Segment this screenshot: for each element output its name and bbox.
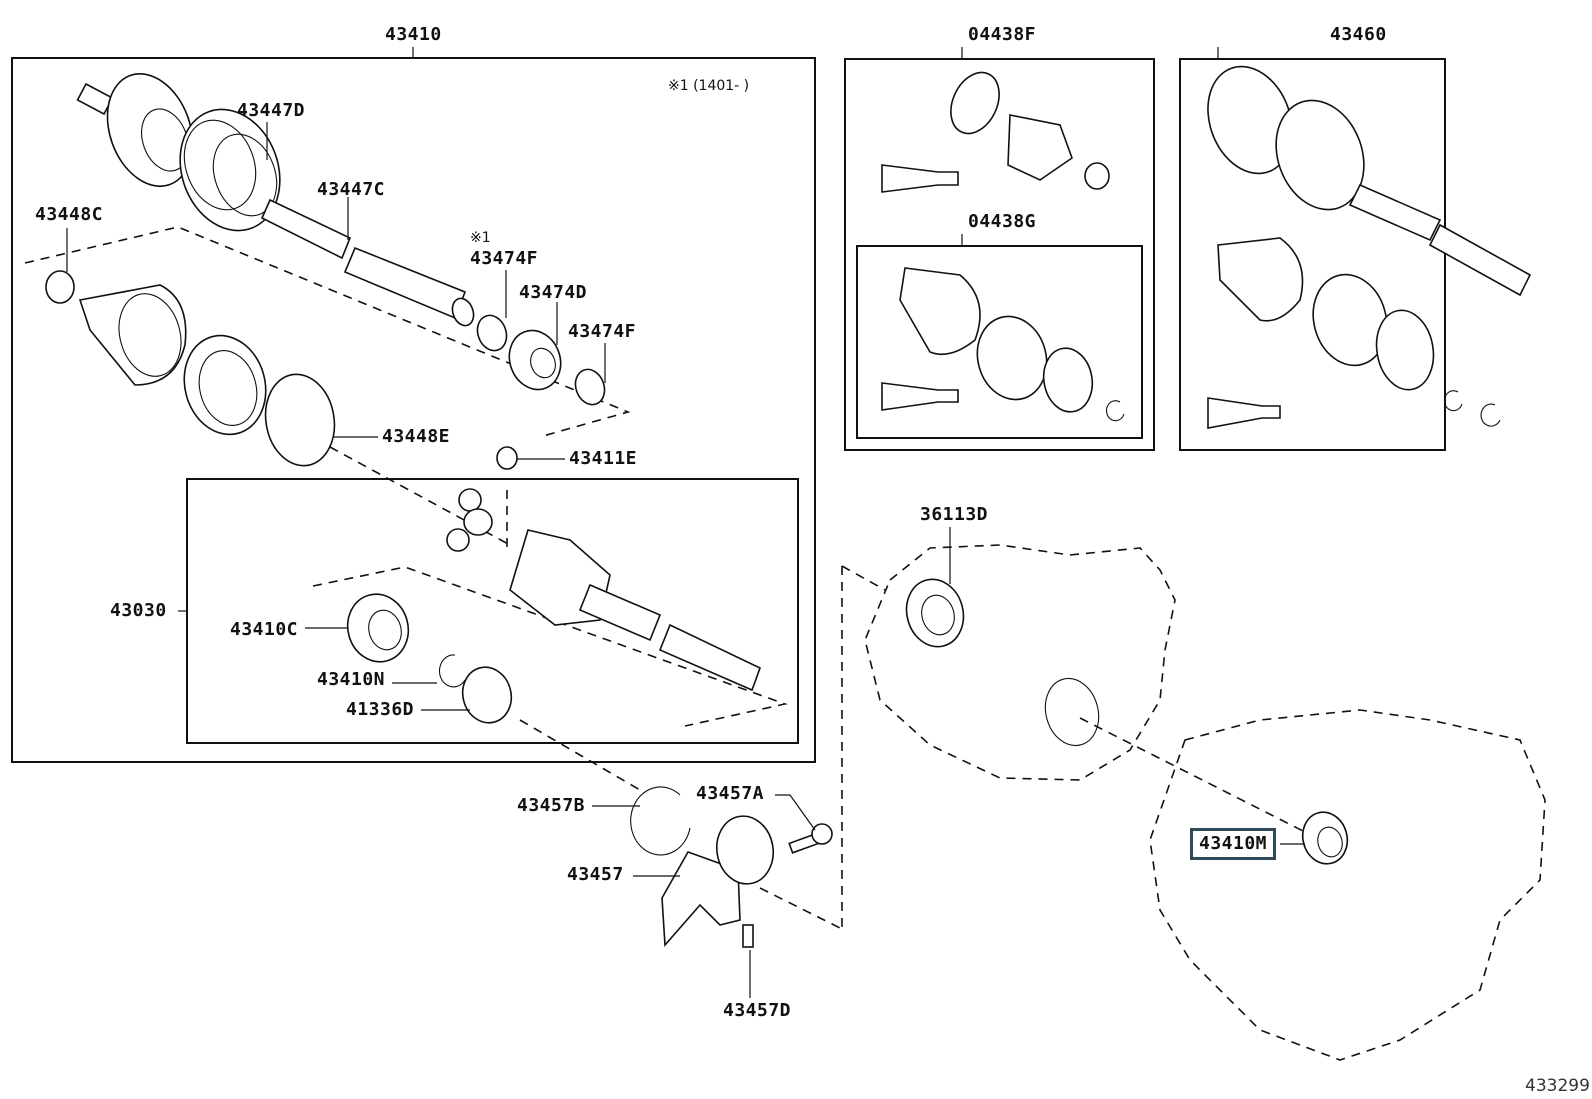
group-label-04438F[interactable]: 04438F xyxy=(968,24,1037,45)
part-label-43448E[interactable]: 43448E xyxy=(382,426,451,447)
part-label-43474F-lower[interactable]: 43474F xyxy=(568,321,637,342)
part-label-43457D[interactable]: 43457D xyxy=(723,1000,792,1021)
group-label-43030[interactable]: 43030 xyxy=(110,600,167,621)
part-label-43474D[interactable]: 43474D xyxy=(519,282,588,303)
part-label-43410C[interactable]: 43410C xyxy=(230,619,299,640)
frame-43460 xyxy=(1179,58,1446,451)
kit-illustrations xyxy=(881,65,1532,429)
group-label-04438G[interactable]: 04438G xyxy=(968,211,1037,232)
figure-number: 433299 xyxy=(1525,1076,1590,1096)
part-label-43410N[interactable]: 43410N xyxy=(317,669,386,690)
dashed-guides xyxy=(24,226,1306,929)
bracket-illustration xyxy=(630,786,833,948)
group-label-43410[interactable]: 43410 xyxy=(385,24,442,45)
leader-lines xyxy=(66,122,1305,998)
transaxle-housing-illustration xyxy=(864,544,1546,1061)
group-label-43460[interactable]: 43460 xyxy=(1330,24,1387,45)
part-label-43447D[interactable]: 43447D xyxy=(237,100,306,121)
part-label-43447C[interactable]: 43447C xyxy=(317,179,386,200)
applicability-note: ※1 (1401- ) xyxy=(668,78,750,94)
group-frames xyxy=(11,47,1446,763)
part-label-43448C[interactable]: 43448C xyxy=(35,204,104,225)
boot-kit-illustration xyxy=(45,270,518,470)
part-label-43410M-selected[interactable]: 43410M xyxy=(1189,828,1277,860)
part-label-43457B[interactable]: 43457B xyxy=(517,795,586,816)
note-marker: ※1 xyxy=(470,230,491,246)
part-label-43474F-upper[interactable]: 43474F xyxy=(470,248,539,269)
part-label-43411E[interactable]: 43411E xyxy=(569,448,638,469)
frame-04438G xyxy=(856,245,1143,439)
inner-joint-illustration xyxy=(346,488,761,724)
part-label-36113D[interactable]: 36113D xyxy=(920,504,989,525)
frame-04438F xyxy=(844,58,1155,451)
drive-shaft-illustration xyxy=(76,73,606,406)
part-label-41336D[interactable]: 41336D xyxy=(346,699,415,720)
part-label-43457[interactable]: 43457 xyxy=(567,864,624,885)
part-label-43457A[interactable]: 43457A xyxy=(696,783,765,804)
